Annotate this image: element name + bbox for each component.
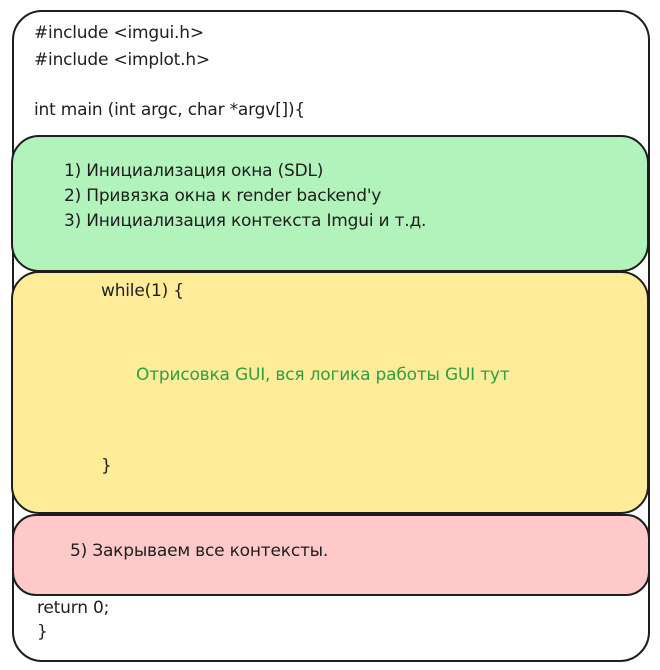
cleanup-step: 5) Закрываем все контексты. [70,541,329,561]
main-loop-block [11,271,649,514]
loop-close-brace: } [101,456,112,476]
init-step-1: 1) Инициализация окна (SDL) [64,161,324,181]
main-close-brace: } [37,622,48,642]
init-step-3: 3) Инициализация контекста Imgui и т.д. [64,211,427,231]
init-step-2: 2) Привязка окна к render backend'у [64,186,382,206]
return-line: return 0; [37,598,110,618]
init-block [11,135,649,272]
loop-body-text: Отрисовка GUI, вся логика работы GUI тут [136,365,510,385]
include-implot-line: #include <implot.h> [34,50,210,70]
loop-open-line: while(1) { [101,281,184,301]
cleanup-block [12,514,650,596]
include-imgui-line: #include <imgui.h> [34,23,204,43]
main-signature-line: int main (int argc, char *argv[]){ [34,100,306,120]
